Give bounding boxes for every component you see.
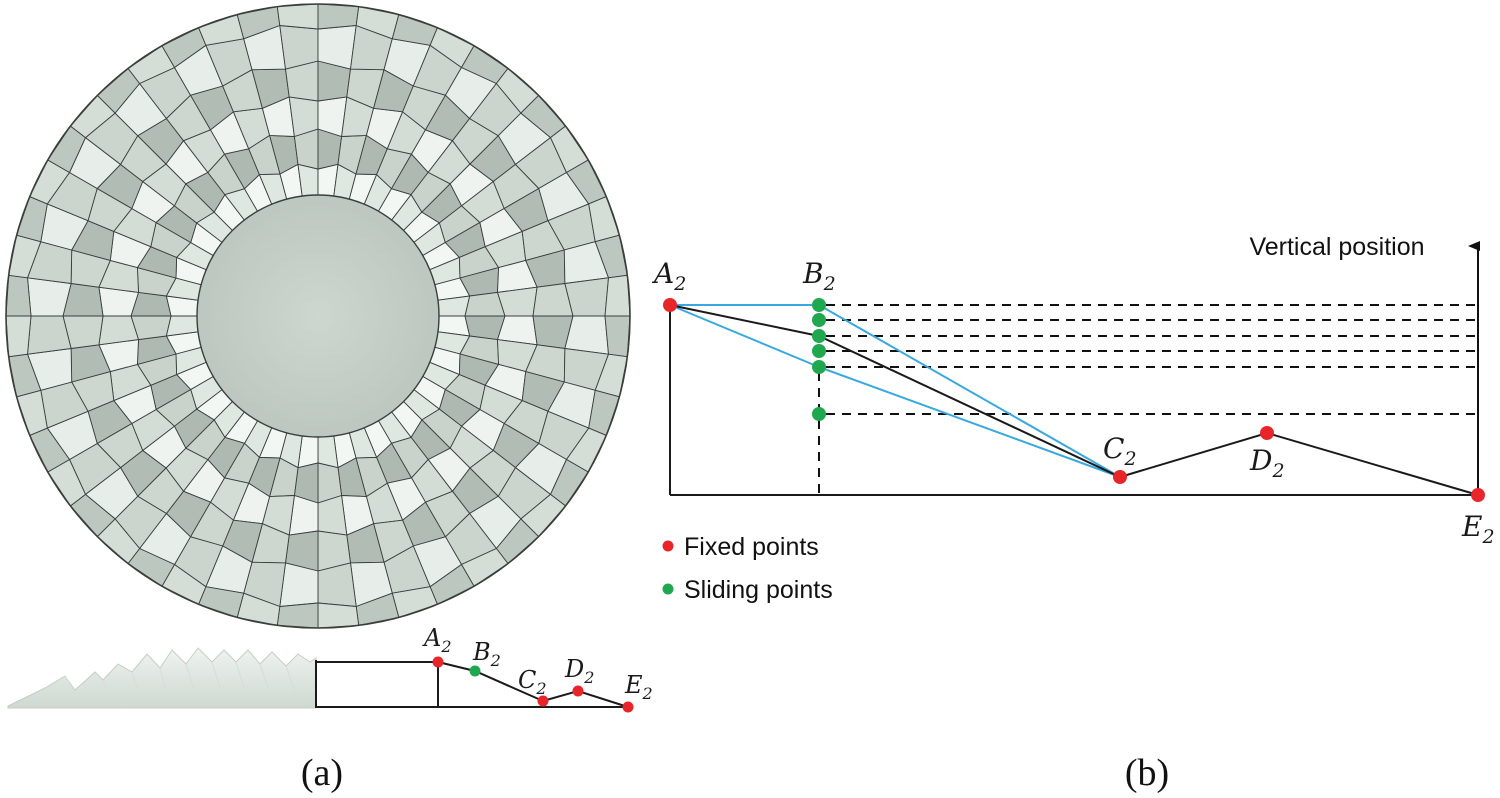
disk-panel: [279, 562, 319, 607]
label-a2-b: A2: [651, 257, 686, 295]
disk-panel: [317, 25, 357, 70]
disk-panel: [27, 315, 72, 355]
disk-side-view: [7, 647, 317, 709]
label-a2-a: A2: [422, 624, 452, 656]
sliding-point-6: [812, 407, 826, 421]
blue-limit-lines: [669, 304, 1121, 478]
legend-sliding-marker: [662, 583, 674, 595]
label-d2-a: D2: [564, 655, 594, 687]
label-e2-b: E2: [1461, 510, 1495, 548]
sliding-point-2: [812, 313, 826, 327]
folded-disk-top-view: [5, 3, 631, 629]
point-b2-a: [469, 665, 481, 677]
sliding-point-4: [812, 344, 826, 358]
vertical-position-label: Vertical position: [1249, 233, 1424, 261]
blue-line-low-to-c2: [818, 366, 1121, 478]
legend-fixed-marker: [662, 540, 674, 552]
disk-panel: [5, 315, 32, 358]
caption-b: (b): [1125, 752, 1169, 794]
point-a2-a: [432, 656, 444, 668]
label-c2-b: C2: [1103, 432, 1137, 470]
disk-panel: [276, 3, 319, 30]
sliding-point-3: [812, 329, 826, 343]
profile-a: A2 B2 C2 D2 E2: [315, 624, 653, 713]
b2-sliding-points: [812, 298, 826, 421]
disk-hub: [196, 194, 440, 438]
label-c2-a: C2: [518, 666, 547, 698]
side-view-ridges: [64, 661, 297, 701]
disk-panel: [604, 274, 631, 317]
blue-line-a2-low: [669, 304, 820, 368]
disk-panel: [317, 494, 348, 536]
sliding-point-1: [812, 298, 826, 312]
caption-a: (a): [301, 752, 343, 794]
disk-panel: [279, 25, 319, 70]
sliding-guides: [818, 304, 1478, 495]
point-e2-b: [1471, 488, 1485, 502]
side-view-silhouette: [7, 647, 317, 709]
disk-rim: [5, 3, 631, 629]
disk-panel: [564, 315, 609, 355]
label-b2-b: B2: [802, 257, 836, 295]
point-e2-a: [622, 701, 634, 713]
label-e2-a: E2: [624, 671, 653, 703]
point-d2-b: [1260, 426, 1274, 440]
label-d2-b: D2: [1249, 444, 1285, 482]
panel-a: A2 B2 C2 D2 E2 (a): [5, 3, 653, 794]
disk-panel: [317, 3, 360, 30]
disk-panel: [317, 602, 360, 629]
blue-line-top-to-c2: [818, 304, 1121, 478]
disk-panel: [317, 562, 357, 607]
disk-panel: [604, 315, 631, 358]
label-b2-a: B2: [472, 638, 501, 670]
legend-fixed-label: Fixed points: [684, 533, 819, 561]
point-d2-a: [572, 685, 584, 697]
disk-panel: [496, 286, 538, 317]
point-a2-b: [663, 298, 677, 312]
point-c2-a: [537, 695, 549, 707]
legend: Fixed points Sliding points: [662, 533, 833, 604]
disk-panel: [276, 602, 319, 629]
disk-panel: [98, 315, 140, 346]
disk-panel: [5, 274, 32, 317]
disk-panel: [27, 277, 72, 317]
disk-panel: [564, 277, 609, 317]
b-profile-line: [669, 304, 1479, 496]
legend-sliding-label: Sliding points: [684, 576, 833, 604]
sliding-point-5: [812, 360, 826, 374]
disk-panel: [288, 96, 319, 138]
point-c2-b: [1113, 470, 1127, 484]
panel-b: Vertical position: [651, 233, 1495, 794]
